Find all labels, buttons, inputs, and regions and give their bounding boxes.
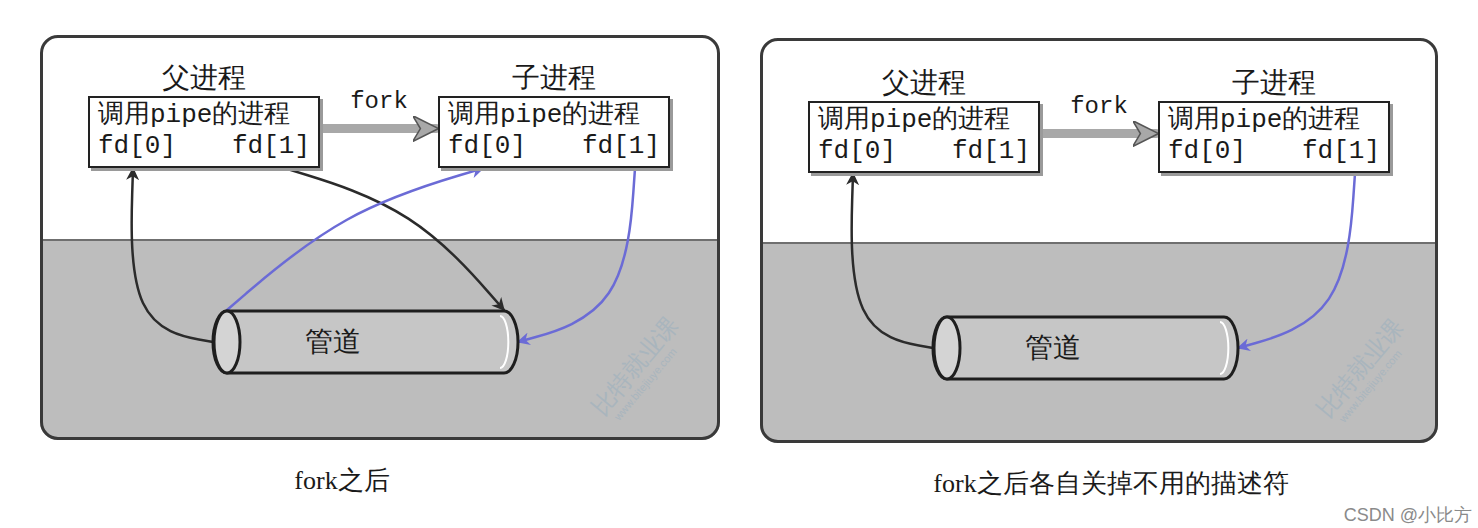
pipe-cylinder: 管道 [933,316,1238,380]
pipe-connector [1238,173,1355,348]
pipe-connector [285,168,504,310]
pipe-label: 管道 [1025,329,1081,367]
pipe-connector [852,173,933,348]
process-box: 父进程调用pipe的进程fd[0]fd[1] [88,96,320,168]
pipe-shape [933,316,1238,380]
boundary-line [40,239,720,241]
fork-arrow [322,124,436,133]
fd-row: fd[0] fd[1] [818,136,1030,167]
fd-label: fd[0] [448,131,526,162]
process-box: 子进程调用pipe的进程fd[0]fd[1] [1158,101,1390,173]
kernel-ground [760,243,1438,443]
kernel-ground [40,240,720,440]
fd-row: fd[0] fd[1] [98,131,310,162]
fd-label: fd[1] [232,131,310,162]
fd-row: fd[0] fd[1] [448,131,660,162]
edge-label: fork [348,88,410,115]
heading-wrap: 子进程 [1140,67,1408,99]
pipe-highlight [500,316,508,368]
process-heading: 子进程 [420,62,688,94]
fd-label: fd[0] [98,131,176,162]
panel-caption: fork之后 [5,463,679,498]
fd-label: fd[1] [1302,136,1380,167]
pipe-end [214,311,240,373]
heading-wrap: 子进程 [420,62,688,94]
edge-label: fork [1068,93,1130,120]
process-heading: 父进程 [790,67,1058,99]
boundary-line [760,242,1438,244]
fd-label: fd[0] [1168,136,1246,167]
process-heading: 子进程 [1140,67,1408,99]
process-name: 调用pipe的进程 [1168,105,1380,136]
caption-wrap: fork之后各自关掉不用的描述符 [775,466,1447,501]
pipe-label: 管道 [305,323,361,361]
fd-label: fd[0] [818,136,896,167]
panel-caption: fork之后各自关掉不用的描述符 [775,466,1447,501]
process-name: 调用pipe的进程 [818,105,1030,136]
pipe-text-wrap: 管道 [1025,329,1081,367]
fd-label: fd[1] [582,131,660,162]
fd-label: fd[1] [952,136,1030,167]
caption-wrap: fork之后 [5,463,679,498]
pipe-highlight [1220,322,1228,374]
process-name: 调用pipe的进程 [448,100,660,131]
fork-arrow [1042,129,1156,138]
pipe-body [213,311,518,373]
pipe-connector [227,168,483,310]
process-name: 调用pipe的进程 [98,100,310,131]
heading-wrap: 父进程 [70,62,338,94]
pipe-cylinder: 管道 [213,310,518,374]
pipe-text-wrap: 管道 [305,323,361,361]
process-box: 父进程调用pipe的进程fd[0]fd[1] [808,101,1040,173]
pipe-shape [213,310,518,374]
author-watermark: CSDN @小比方 [1344,503,1472,527]
fd-row: fd[0] fd[1] [1168,136,1380,167]
process-box: 子进程调用pipe的进程fd[0]fd[1] [438,96,670,168]
pipe-connector [132,168,213,342]
pipe-end [934,317,960,379]
heading-wrap: 父进程 [790,67,1058,99]
pipe-connector [518,168,635,342]
pipe-body [933,317,1238,379]
process-heading: 父进程 [70,62,338,94]
